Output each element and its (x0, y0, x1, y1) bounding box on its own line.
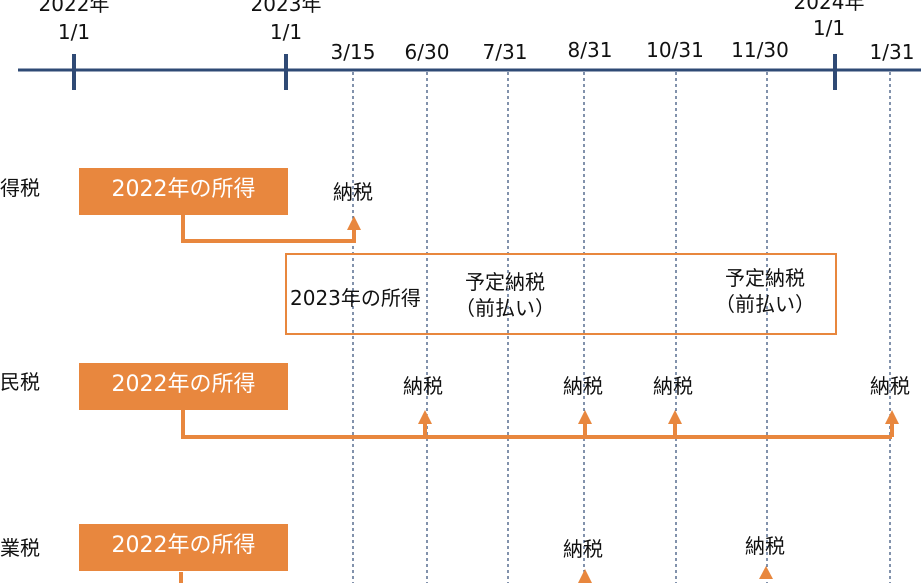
row2-payment-label-10-31: 納税 (653, 374, 693, 398)
row3-arrowhead-8-31 (578, 569, 592, 583)
date-label-8-31: 8/31 (567, 38, 613, 62)
row1-income-box: 2022年の所得 (79, 168, 288, 215)
prepayment-label-1-line1: 予定納税 (465, 270, 545, 294)
year-label-2024: 2024年 (793, 0, 865, 14)
date-label-7-31: 7/31 (482, 40, 528, 64)
prepayment-income-label: 2023年の所得 (290, 286, 421, 310)
row2-payment-label-1-31: 納税 (870, 374, 910, 398)
date-label-3-15: 3/15 (330, 40, 376, 64)
row2-arrowhead-6-30 (418, 410, 432, 424)
row1-connector (181, 215, 356, 243)
date-label-2023-1-1: 1/1 (269, 20, 303, 44)
row1-arrowhead (347, 216, 361, 230)
prepayment-frame (285, 253, 837, 335)
row2-tax-label: 民税 (0, 370, 40, 394)
row2-connector (181, 410, 892, 439)
year-label-2022: 2022年 (38, 0, 110, 16)
row1-payment-label: 納税 (333, 180, 373, 204)
prepayment-label-2-line1: 予定納税 (725, 266, 805, 290)
row2-payment-label-6-30: 納税 (403, 374, 443, 398)
row2-income-box: 2022年の所得 (79, 363, 288, 410)
row3-income-box: 2022年の所得 (79, 524, 288, 571)
date-label-2024-1-1: 1/1 (812, 16, 846, 40)
date-label-1-31: 1/31 (869, 40, 915, 64)
row2-arrowhead-1-31 (885, 410, 899, 424)
row2-arrowhead-10-31 (668, 410, 682, 424)
prepayment-label-1-line2: （前払い） (455, 296, 555, 320)
row3-tax-label: 業税 (0, 536, 40, 560)
date-label-2022-1-1: 1/1 (57, 20, 91, 44)
row3-payment-label-8-31: 納税 (563, 537, 603, 561)
row1-tax-label: 得税 (0, 176, 40, 200)
year-label-2023: 2023年 (250, 0, 322, 16)
date-label-11-30: 11/30 (731, 38, 789, 62)
date-label-6-30: 6/30 (404, 40, 450, 64)
row3-payment-label-11-30: 納税 (745, 534, 785, 558)
prepayment-label-2-line2: （前払い） (715, 292, 815, 316)
row3-arrowhead-11-30 (759, 566, 773, 579)
row2-payment-label-8-31: 納税 (563, 374, 603, 398)
date-label-10-31: 10/31 (646, 38, 704, 62)
row2-arrowhead-8-31 (578, 410, 592, 424)
